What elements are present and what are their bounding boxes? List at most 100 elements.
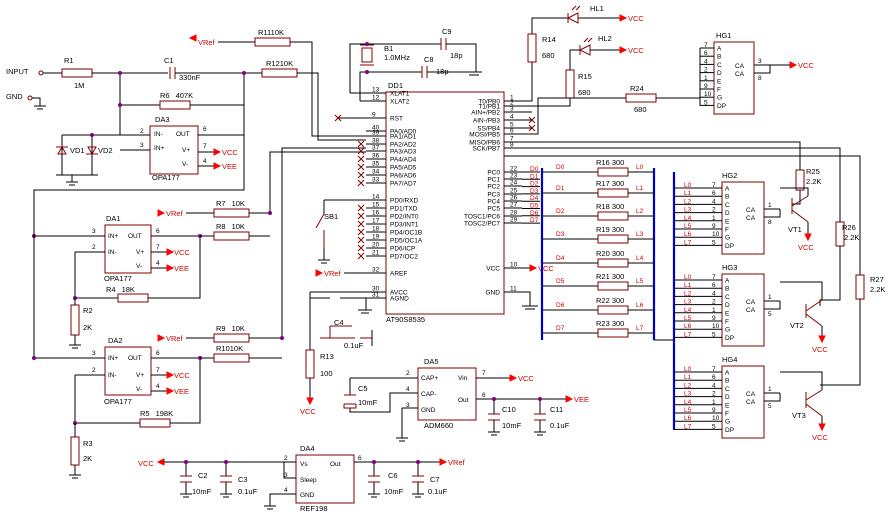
hg2-pin-10: 10 [712, 231, 720, 238]
r12-label: R1210K [266, 59, 293, 68]
r27-value: 2.2K [870, 285, 885, 294]
da3-part: OPA177 [152, 173, 180, 182]
hg3-seg-DP: DP [725, 335, 734, 342]
mcu-pin-13-num: 13 [372, 87, 380, 94]
r12-resistor [261, 68, 298, 78]
hg4-line-L6: L6 [684, 415, 692, 422]
hg4-seg-C: C [725, 386, 730, 393]
da1-pin-inp: IN+ [108, 233, 119, 240]
mcu-pin-39-name: PA1/AD1 [390, 134, 417, 141]
c3-ref: C3 [238, 475, 248, 484]
mcu-pin-2-name: T1/PB1 [478, 104, 500, 111]
hg4-line-L5: L5 [684, 407, 692, 414]
r11-resistor [254, 37, 291, 47]
mcu-pin-32-name: AREF [390, 271, 407, 278]
c2-value: 10mF [192, 487, 212, 496]
da3-pin-vp: V+ [182, 147, 190, 154]
sb1-label[interactable]: SB1 [324, 212, 338, 221]
mcu-pin-7-num: 7 [510, 136, 514, 143]
c2-ref: C2 [198, 471, 208, 480]
r26-value: 2.2K [844, 233, 859, 242]
r17-label: R17 300 [596, 179, 624, 188]
da5-n2: 2 [406, 370, 410, 377]
mcu-pin-37-name: PA3/AD3 [390, 149, 417, 156]
r20-label: R20 300 [596, 249, 624, 258]
bus-in-D7: D7 [530, 217, 539, 224]
da4-ref: DA4 [300, 444, 315, 453]
mcu-pin-38-name: PA2/AD2 [390, 142, 417, 149]
hg2-ca1: CA [746, 207, 756, 214]
mcu-pin-5-name: SS/PB4 [477, 126, 500, 133]
da3-vee: VEE [222, 162, 237, 171]
mcu-pin-15-num: 15 [372, 202, 380, 209]
input-label: INPUT [6, 67, 29, 76]
bus-in-D3: D3 [530, 188, 539, 195]
res-in-D2: D2 [556, 208, 565, 215]
da2-vee: VEE [174, 387, 189, 396]
da5-n6: 6 [482, 392, 486, 399]
r24-ref: R24 [630, 84, 644, 93]
vd2-label: VD2 [98, 146, 113, 155]
mcu-pin-28-num: 28 [510, 210, 518, 217]
vt1-ref: VT1 [788, 225, 802, 234]
hg4-line-L1: L1 [684, 374, 692, 381]
hg1-pin-9: 9 [704, 83, 708, 90]
r3-ref: R3 [83, 439, 93, 448]
hg4-pin-10: 10 [712, 415, 720, 422]
c5-ref: C5 [358, 384, 368, 393]
mcu-pin-8-name: SCK/PB7 [473, 146, 501, 153]
svg-text:3: 3 [758, 58, 762, 65]
mcu-pin-22-name: PC0 [487, 170, 500, 177]
hg2-pin-2: 2 [712, 207, 716, 214]
mcu-pin-40-num: 40 [372, 125, 380, 132]
hg2-seg-E: E [725, 218, 730, 225]
hg3-pin-5: 5 [712, 331, 716, 338]
hg1-seg-F: F [717, 87, 721, 94]
da4-vcc: VCC [138, 459, 154, 468]
hg2-line-L1: L1 [684, 190, 692, 197]
hg2-ca2: CA [746, 215, 756, 222]
mcu-pin-19-num: 19 [372, 234, 380, 241]
mcu-pin-25-num: 25 [510, 188, 518, 195]
hg2-body [721, 181, 765, 255]
svg-text:6: 6 [156, 350, 160, 357]
mcu-pin-20-name: PD6/ICP [390, 246, 415, 253]
r1-resistor [61, 68, 93, 78]
res-in-D7: D7 [556, 325, 565, 332]
svg-text:4: 4 [156, 260, 160, 267]
r21-resistor [597, 281, 629, 291]
r4-resistor [117, 293, 149, 303]
da5-n4: 4 [406, 386, 410, 393]
mcu-pin-7-name: MISO/PB6 [469, 140, 500, 147]
transistor-drivers: R25 2.2K VT1 VCC R26 2.2K VT2 VCC R27 2.… [780, 167, 885, 442]
hg3-seg-C: C [725, 294, 730, 301]
r13-resistor [305, 349, 315, 379]
da4-vs: Vs [300, 461, 308, 468]
mcu-pin-24-name: PC2 [487, 184, 500, 191]
res-out-L5: L5 [636, 278, 644, 285]
r14-value: 680 [542, 51, 555, 60]
hg3-line-L7: L7 [684, 331, 692, 338]
r25-resistor [795, 169, 805, 191]
mcu-pin-22-num: 22 [510, 166, 518, 173]
mcu-pin-21-name: PD7/OC2 [390, 254, 418, 261]
r14-resistor [527, 33, 537, 63]
hg1-pin-5: 5 [704, 99, 708, 106]
r10-label: R1010K [216, 344, 243, 353]
hg4-pin-9: 9 [712, 407, 716, 414]
mcu-pin-27-name: PC5 [487, 206, 500, 213]
da1-part: OPA177 [104, 274, 132, 283]
mcu-pin-30-num: 30 [372, 286, 380, 293]
hg1-ca2: CA [735, 71, 745, 78]
mcu-pin-36-num: 36 [372, 153, 380, 160]
hg4-seg-A: A [725, 370, 730, 377]
res-in-D4: D4 [556, 255, 565, 262]
vref-label-1: VRef [198, 38, 216, 47]
hg2-pin-1: 1 [712, 215, 716, 222]
bus-in-D4: D4 [530, 195, 539, 202]
hl2-ref: HL2 [598, 34, 612, 43]
